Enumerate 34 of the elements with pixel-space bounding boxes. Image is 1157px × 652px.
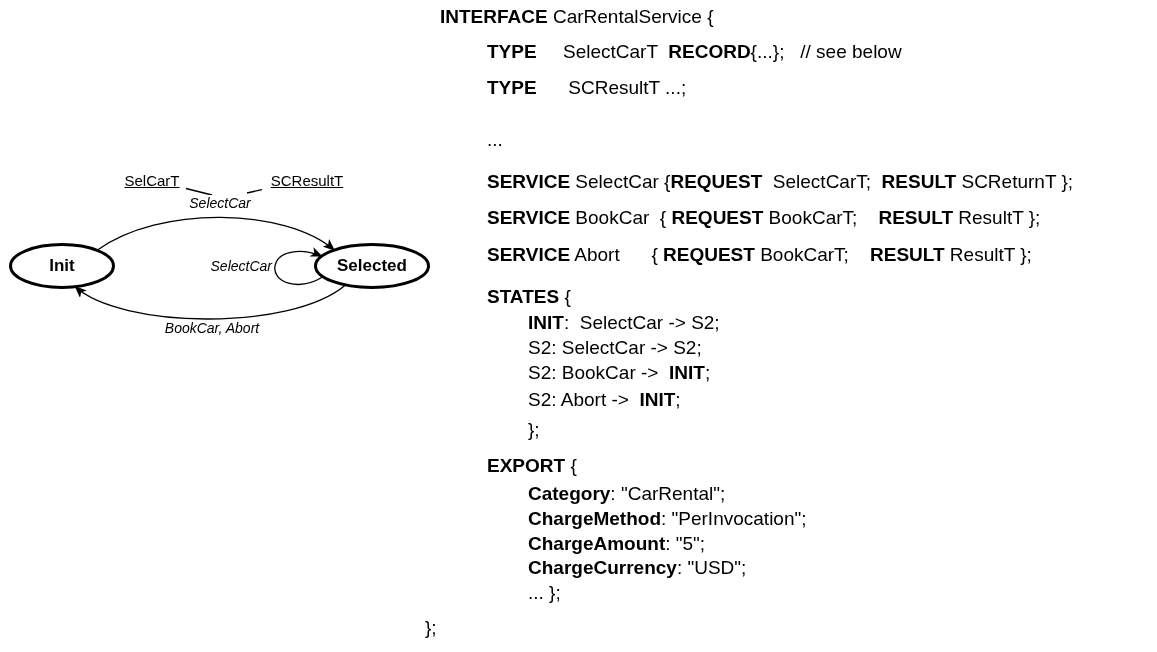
code-line: SERVICE SelectCar {REQUEST SelectCarT; RESULT SCReturnT }; [487,171,1074,193]
code-line: TYPE SelectCarT RECORD{...}; // see below [487,41,902,63]
state-ellipse [9,243,115,289]
self-loop-arrow [274,247,324,285]
state-name: Selected [337,256,407,276]
state-name: Init [49,256,75,276]
code-line: SERVICE Abort { REQUEST BookCarT; RESULT ResultT }; [487,244,1032,266]
edge-label: BookCar, Abort [163,320,261,336]
code-line: ChargeCurrency: "USD"; [528,557,747,579]
code-line: ChargeAmount: "5"; [528,533,706,555]
leader-line [246,188,263,194]
edge-label: SelectCar [188,195,252,211]
code-line: TYPE SCResultT ...; [487,77,687,99]
transition-arrow [74,284,347,320]
code-line: S2: Abort -> INIT; [528,389,681,411]
transition-arrow [96,216,335,251]
code-line: STATES { [487,286,571,308]
code-line: S2: SelectCar -> S2; [528,337,702,359]
code-line: INIT: SelectCar -> S2; [528,312,720,334]
code-line: EXPORT { [487,455,577,477]
type-label: SelCarT [124,171,180,189]
state-ellipse [314,243,430,289]
code-line: ... [487,129,503,151]
type-label: SCResultT [270,171,344,189]
code-line: }; [425,617,437,639]
code-line: ... }; [528,582,561,604]
leader-line [185,187,213,196]
code-line: Category: "CarRental"; [528,483,726,505]
code-line: S2: BookCar -> INIT; [528,362,711,384]
edge-label: SelectCar [209,258,273,274]
code-line: }; [528,419,540,441]
code-line: INTERFACE CarRentalService { [440,6,714,28]
code-line: ChargeMethod: "PerInvocation"; [528,508,807,530]
code-line: SERVICE BookCar { REQUEST BookCarT; RESULT ResultT }; [487,207,1041,229]
